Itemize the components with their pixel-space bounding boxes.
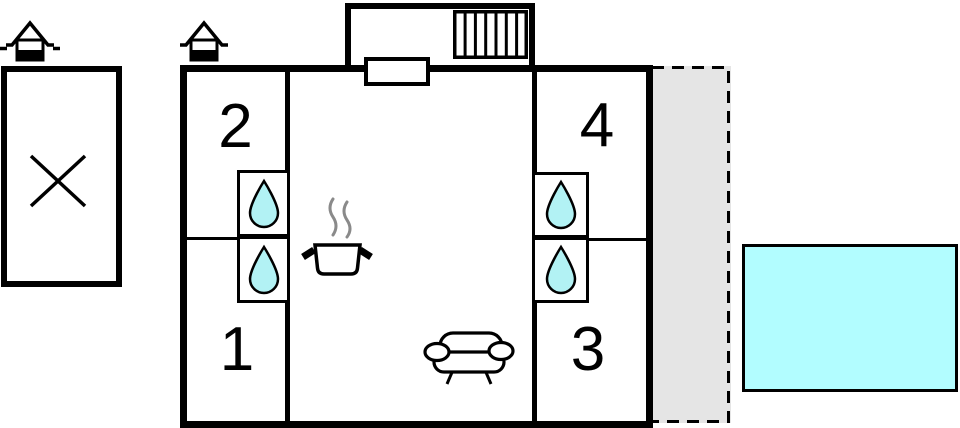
water-drop-icon [545, 244, 576, 295]
swimming-pool [742, 244, 958, 392]
sofa-icon [423, 331, 515, 385]
room-divider-left [187, 237, 238, 240]
entrance-door-icon [364, 57, 430, 86]
stairs-icon [453, 10, 528, 59]
x-mark-icon [29, 154, 87, 208]
water-point-box [237, 170, 290, 237]
annex-outbuilding [1, 66, 122, 287]
terrace-dashed-outline-icon [652, 66, 730, 423]
water-point-box [237, 236, 290, 303]
room-label-3: 3 [570, 315, 606, 384]
room-label-4: 4 [579, 91, 615, 160]
water-drop-icon [545, 179, 576, 230]
water-drop-icon [248, 178, 279, 228]
terrace-area [652, 66, 731, 423]
room-label-2: 2 [218, 92, 253, 161]
water-point-box [532, 172, 589, 238]
water-point-box [532, 237, 589, 303]
annex-house-entrance-icon [0, 20, 60, 62]
stove-pot-icon [301, 197, 373, 276]
room-divider-right [589, 238, 646, 241]
main-building: 2 1 4 3 [180, 65, 653, 428]
stair-porch [345, 3, 535, 65]
main-house-entrance-icon [180, 20, 228, 62]
room-label-1: 1 [219, 315, 255, 384]
water-drop-icon [248, 244, 279, 294]
